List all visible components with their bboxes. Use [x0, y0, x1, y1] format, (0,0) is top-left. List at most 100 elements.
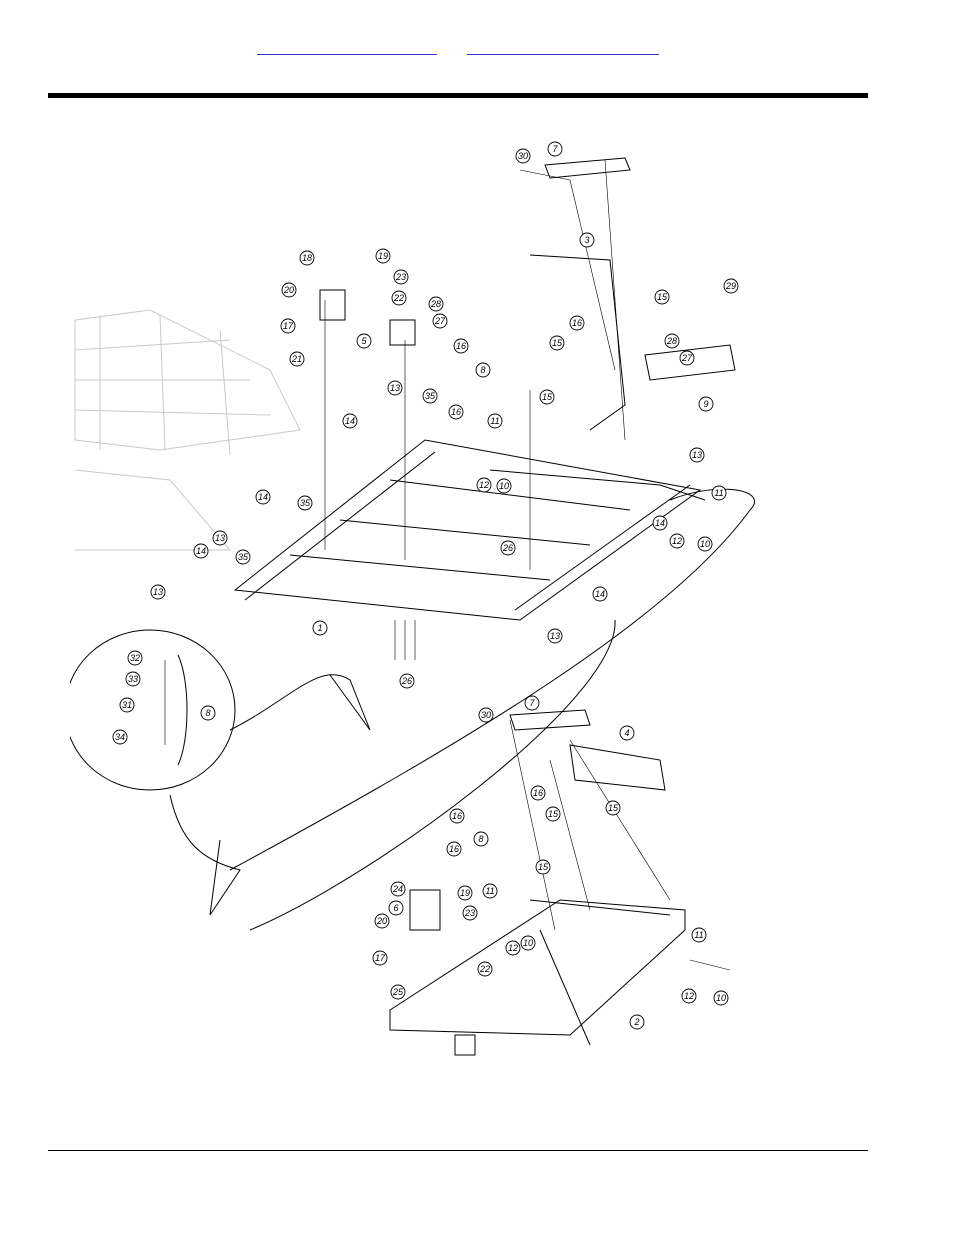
- callout-24: 24: [391, 882, 405, 896]
- svg-text:28: 28: [430, 299, 441, 309]
- callout-10-d: 10: [714, 991, 728, 1005]
- callout-16-b: 16: [454, 339, 468, 353]
- callout-15-b: 15: [550, 336, 564, 350]
- ghost-machine-frame: [75, 310, 300, 550]
- svg-text:8: 8: [205, 708, 210, 718]
- callout-13-b: 13: [690, 448, 704, 462]
- svg-text:12: 12: [508, 943, 518, 953]
- svg-text:19: 19: [460, 888, 470, 898]
- svg-text:23: 23: [395, 272, 406, 282]
- svg-text:16: 16: [449, 844, 459, 854]
- callout-13-a: 13: [388, 381, 402, 395]
- callout-26-a: 26: [501, 541, 515, 555]
- callout-15-d: 15: [606, 801, 620, 815]
- callout-13-e: 13: [548, 629, 562, 643]
- svg-text:13: 13: [215, 533, 225, 543]
- callout-8-detail: 8: [201, 706, 215, 720]
- callout-14-b: 14: [256, 490, 270, 504]
- svg-text:8: 8: [478, 834, 483, 844]
- svg-text:4: 4: [624, 728, 629, 738]
- callout-15-a: 15: [655, 290, 669, 304]
- callout-20-b: 20: [375, 914, 389, 928]
- callout-20-a: 20: [282, 283, 296, 297]
- callout-30-b: 30: [479, 708, 493, 722]
- svg-text:14: 14: [196, 546, 206, 556]
- svg-text:11: 11: [694, 930, 703, 940]
- svg-text:20: 20: [283, 285, 294, 295]
- header-link-2[interactable]: [467, 42, 659, 55]
- callout-16-e: 16: [450, 809, 464, 823]
- svg-text:18: 18: [302, 253, 312, 263]
- svg-text:24: 24: [392, 884, 403, 894]
- svg-text:3: 3: [584, 235, 589, 245]
- callout-9: 9: [699, 397, 713, 411]
- callout-16-d: 16: [531, 786, 545, 800]
- svg-text:16: 16: [572, 318, 582, 328]
- svg-text:13: 13: [390, 383, 400, 393]
- svg-text:13: 13: [153, 587, 163, 597]
- callout-28-a: 28: [429, 297, 443, 311]
- svg-text:22: 22: [479, 964, 490, 974]
- svg-text:13: 13: [692, 450, 702, 460]
- svg-text:14: 14: [655, 518, 665, 528]
- svg-text:35: 35: [425, 391, 436, 401]
- svg-text:15: 15: [542, 392, 553, 402]
- svg-text:21: 21: [291, 354, 302, 364]
- svg-text:12: 12: [479, 480, 489, 490]
- svg-text:29: 29: [725, 281, 736, 291]
- callout-8-top: 8: [476, 363, 490, 377]
- svg-text:16: 16: [533, 788, 543, 798]
- svg-text:11: 11: [490, 416, 499, 426]
- svg-text:14: 14: [258, 492, 268, 502]
- svg-text:26: 26: [401, 676, 412, 686]
- callout-15-f: 15: [536, 860, 550, 874]
- callout-19-b: 19: [458, 886, 472, 900]
- callout-31: 31: [120, 698, 134, 712]
- callout-14-c: 14: [194, 544, 208, 558]
- callout-12-a: 12: [477, 478, 491, 492]
- callout-8-bottom: 8: [474, 832, 488, 846]
- svg-text:8: 8: [480, 365, 485, 375]
- callout-26-b: 26: [400, 674, 414, 688]
- callout-2: 2: [630, 1015, 644, 1029]
- callout-18: 18: [300, 251, 314, 265]
- svg-text:17: 17: [283, 321, 294, 331]
- callout-35-b: 35: [298, 496, 312, 510]
- callout-28-b: 28: [665, 334, 679, 348]
- svg-text:10: 10: [499, 481, 509, 491]
- svg-text:11: 11: [485, 886, 494, 896]
- svg-text:10: 10: [700, 539, 710, 549]
- header-link-1[interactable]: [257, 42, 437, 55]
- callouts: 1 2 3 4 5 6 7 7 8 8 8 9 10 10 10 10 11 1…: [113, 142, 738, 1029]
- callout-27-a: 27: [433, 314, 447, 328]
- svg-text:27: 27: [434, 316, 446, 326]
- header-rule: [48, 93, 868, 98]
- svg-text:33: 33: [128, 674, 138, 684]
- callout-1: 1: [313, 621, 327, 635]
- callout-23-a: 23: [394, 270, 408, 284]
- callout-12-b: 12: [670, 534, 684, 548]
- callout-27-b: 27: [680, 351, 694, 365]
- callout-16-a: 16: [570, 316, 584, 330]
- svg-text:15: 15: [608, 803, 619, 813]
- svg-text:10: 10: [523, 938, 533, 948]
- callout-25: 25: [391, 985, 405, 999]
- callout-13-c: 13: [213, 531, 227, 545]
- callout-10-c: 10: [521, 936, 535, 950]
- svg-text:10: 10: [716, 993, 726, 1003]
- svg-text:28: 28: [666, 336, 677, 346]
- footer-rule: [48, 1150, 868, 1151]
- svg-text:2: 2: [633, 1017, 639, 1027]
- callout-6: 6: [389, 901, 403, 915]
- svg-text:23: 23: [464, 908, 475, 918]
- svg-text:35: 35: [238, 552, 249, 562]
- callout-11-d: 11: [692, 928, 706, 942]
- callout-21: 21: [290, 352, 304, 366]
- callout-16-c: 16: [449, 405, 463, 419]
- callout-12-c: 12: [506, 941, 520, 955]
- callout-30-a: 30: [516, 149, 530, 163]
- callout-10-b: 10: [698, 537, 712, 551]
- svg-text:32: 32: [130, 653, 140, 663]
- svg-text:15: 15: [657, 292, 668, 302]
- svg-text:17: 17: [375, 953, 386, 963]
